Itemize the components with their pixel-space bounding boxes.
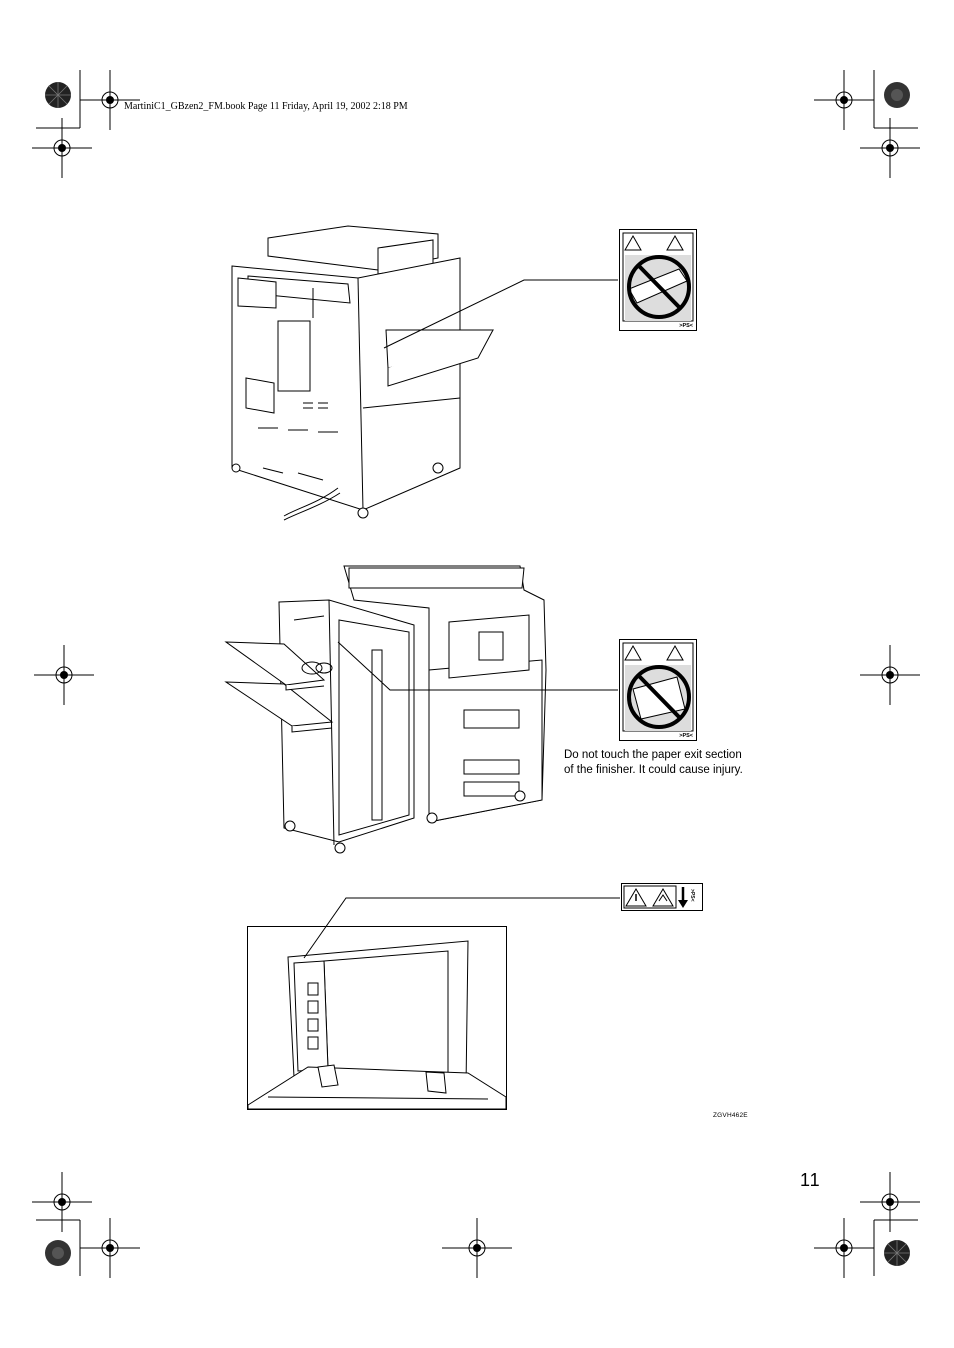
crosshair-mid-left [34, 645, 94, 705]
print-header: MartiniC1_GBzen2_FM.book Page 11 Friday,… [124, 101, 408, 112]
warning-label-3-code: >PS< [689, 889, 695, 902]
figure-id: ZGVH462E [713, 1112, 748, 1119]
registration-disc-bottom-left [45, 1240, 71, 1266]
warning-caption: Do not touch the paper exit section of t… [564, 748, 764, 778]
leader-line-2 [337, 641, 618, 691]
warning-label-1: >PS< [619, 229, 697, 331]
crosshair-bottom-left-v [32, 1172, 92, 1232]
platen-cover-illustration-frame [247, 926, 507, 1110]
crosshair-mid-right [860, 645, 920, 705]
finisher-illustration [224, 565, 547, 854]
crosshair-bottom-right-v [860, 1172, 920, 1232]
registration-disc-top-left [45, 82, 71, 108]
registration-disc-top-right [884, 82, 910, 108]
crosshair-bottom-right-h [814, 1218, 874, 1278]
registration-disc-bottom-right [884, 1240, 910, 1266]
crosshair-top-right-v [860, 118, 920, 178]
copier-rear-illustration [231, 225, 494, 521]
warning-caption-line-2: of the finisher. It could cause injury. [564, 764, 743, 776]
crosshair-top-right-h [814, 70, 874, 130]
page-number: 11 [800, 1170, 821, 1190]
warning-label-3: >PS< [621, 883, 703, 911]
crosshair-bottom-left-h [80, 1218, 140, 1278]
warning-label-1-code: >PS< [679, 323, 693, 329]
warning-caption-line-1: Do not touch the paper exit section [564, 749, 742, 761]
crosshair-bottom-center [442, 1218, 512, 1278]
warning-label-2: >PS< [619, 639, 697, 741]
crosshair-top-left-h [80, 70, 140, 130]
crosshair-top-left-v [32, 118, 92, 178]
leader-line-3 [303, 897, 620, 959]
warning-label-2-code: >PS< [679, 733, 693, 739]
leader-line-1 [383, 279, 618, 349]
